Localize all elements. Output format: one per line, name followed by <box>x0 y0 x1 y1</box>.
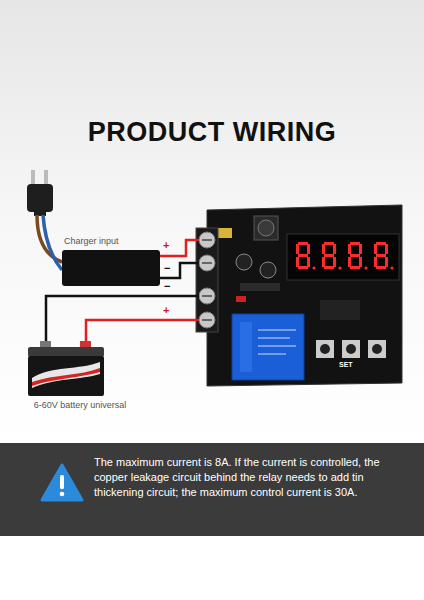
warning-mark <box>60 475 64 489</box>
polarity-mark: − <box>164 262 170 274</box>
segment <box>296 257 299 267</box>
plug-icon <box>27 170 62 270</box>
segment <box>296 244 299 254</box>
segment <box>324 242 334 245</box>
warning-icon <box>40 463 84 503</box>
node-label: 6-60V battery universal <box>10 400 150 411</box>
segment-dot <box>312 266 315 269</box>
segment <box>322 244 325 254</box>
segment-dot <box>338 266 341 269</box>
battery-group: 6-60V battery universal <box>10 334 150 418</box>
segment <box>359 257 362 267</box>
segment <box>298 254 308 257</box>
relay-board <box>196 205 402 386</box>
segment <box>350 254 360 257</box>
battery-icon <box>28 341 104 396</box>
polarity-mark: + <box>163 239 169 251</box>
page-title: PRODUCT WIRING <box>0 117 424 148</box>
segment-dot <box>390 266 393 269</box>
segment <box>348 257 351 267</box>
warning-bar: The maximum current is 8A. If the curren… <box>0 443 424 536</box>
segment <box>324 266 334 269</box>
button-label: SET <box>339 361 353 368</box>
segment <box>333 257 336 267</box>
segment <box>359 244 362 254</box>
segment-dot <box>364 266 367 269</box>
segment <box>350 266 360 269</box>
segment <box>307 257 310 267</box>
segment <box>350 242 360 245</box>
warning-dot <box>60 492 65 497</box>
node-label: Charger input <box>64 236 119 247</box>
segment <box>385 257 388 267</box>
segment <box>322 257 325 267</box>
segment <box>374 257 377 267</box>
segment <box>333 244 336 254</box>
polarity-mark: − <box>164 280 170 292</box>
segment <box>298 242 308 245</box>
segment <box>374 244 377 254</box>
segment <box>324 254 334 257</box>
note-text: The maximum current is 8A. If the curren… <box>94 455 412 501</box>
segment <box>376 266 386 269</box>
segment <box>298 266 308 269</box>
charger-box: Charger input <box>58 236 164 288</box>
charger-body <box>62 250 160 286</box>
segment <box>348 244 351 254</box>
wires <box>46 240 199 343</box>
warning-triangle <box>42 465 82 500</box>
polarity-mark: + <box>163 304 169 316</box>
segment <box>376 242 386 245</box>
background <box>0 0 424 443</box>
segment <box>385 244 388 254</box>
segment <box>307 244 310 254</box>
segment <box>376 254 386 257</box>
